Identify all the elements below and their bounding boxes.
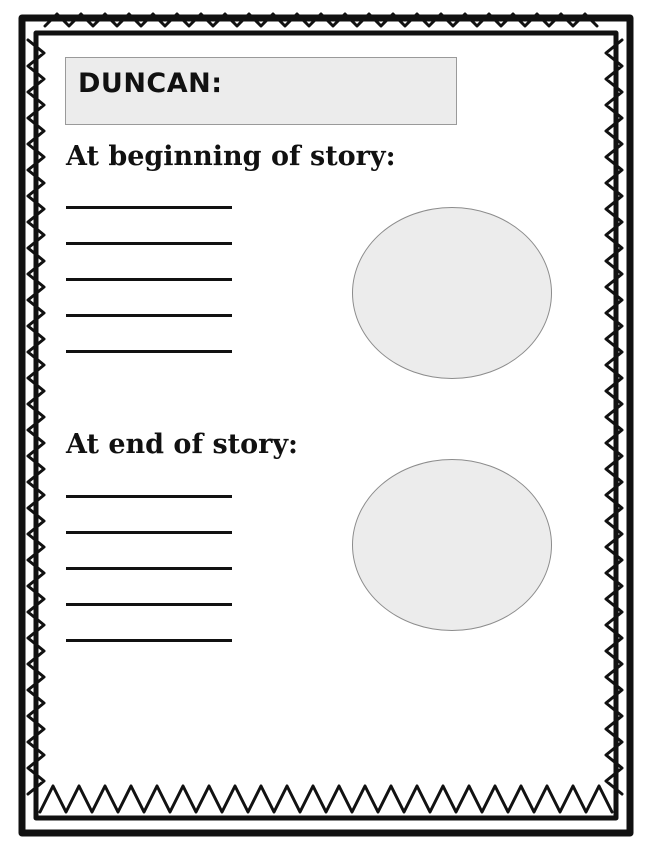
zigzag-top	[43, 12, 599, 28]
answer-line[interactable]	[66, 531, 232, 534]
zigzag-right	[604, 38, 624, 796]
beginning-of-story-heading: At beginning of story:	[66, 141, 396, 172]
answer-line[interactable]	[66, 495, 232, 498]
answer-line[interactable]	[66, 567, 232, 570]
name-box: DUNCAN:	[65, 57, 457, 125]
zigzag-left	[26, 38, 46, 796]
answer-line[interactable]	[66, 350, 232, 353]
end-drawing-circle[interactable]	[352, 459, 552, 631]
answer-line[interactable]	[66, 278, 232, 281]
answer-line[interactable]	[66, 639, 232, 642]
end-of-story-heading: At end of story:	[66, 429, 299, 460]
beginning-drawing-circle[interactable]	[352, 207, 552, 379]
answer-line[interactable]	[66, 206, 232, 209]
zigzag-bottom	[38, 784, 614, 814]
answer-line[interactable]	[66, 242, 232, 245]
answer-line[interactable]	[66, 314, 232, 317]
character-name-label: DUNCAN:	[78, 68, 223, 99]
answer-line[interactable]	[66, 603, 232, 606]
